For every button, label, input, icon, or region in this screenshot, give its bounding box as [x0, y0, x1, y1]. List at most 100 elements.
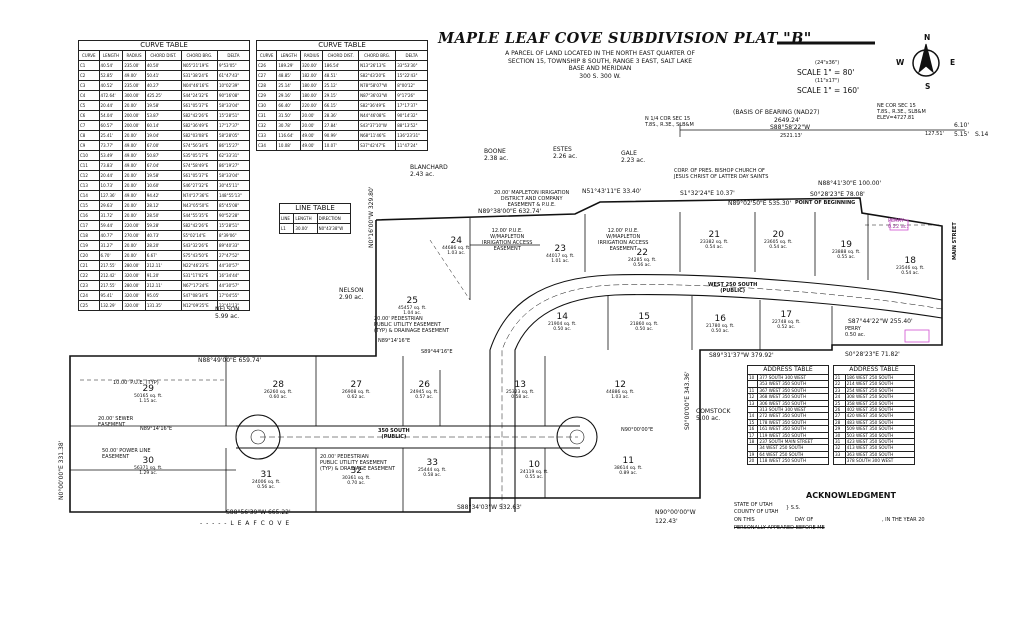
lot-area: 56371 sq. ft. [134, 466, 163, 471]
bearing: N89°02'50"E 535.30' [728, 200, 792, 207]
address-table-cell: 11 [746, 386, 759, 395]
lot-acres: 0.54 ac. [901, 271, 920, 276]
easement-line-text: EASEMENT [493, 246, 521, 252]
easement-line-text: (TYP) & DRAINAGE EASEMENT [320, 466, 395, 472]
address-table-cell: 178 WEST 350 SOUTH [757, 418, 829, 427]
address-table-cell: 118 WEST 250 SOUTH [757, 457, 829, 465]
bearing: N89°14'16"E [140, 426, 173, 432]
adjoiner-name: NELSON [215, 306, 240, 313]
lot-acres: 1.15 ac. [139, 399, 158, 404]
adjoiner-name: BOONE [484, 148, 506, 155]
curve-table-cell: 131.35' [144, 300, 182, 311]
street-name: WEST 250 SOUTH(PUBLIC) [708, 282, 757, 294]
bearing: N89°38'00"E 632.74' [478, 208, 542, 215]
easement-line-text: 12.00' P.U.E. [491, 228, 523, 234]
address-table-cell: 306 WEST 350 SOUTH [757, 399, 829, 408]
bearing: 122.43' [655, 518, 678, 525]
curve-table-cell: 11°47'24" [395, 140, 428, 151]
line-table: LINE TABLE LINE LENGTH DIRECTION L1 30.0… [278, 203, 352, 234]
address-table-cell: 420 WEST 350 SOUTH [844, 412, 916, 420]
bearing: S0°00'00"E 343.36' [684, 371, 691, 430]
sheet-size-note: (24"x36") [815, 60, 840, 66]
bearing: S89°44'16"E [421, 349, 453, 355]
lot-acres: 1.04 ac. [403, 311, 422, 316]
lot-acres: 1.03 ac. [447, 251, 466, 256]
subtitle-line: BASE AND MERIDIAN [568, 65, 632, 72]
plat-title: MAPLE LEAF COVE SUBDIVISION PLAT "B" [438, 30, 812, 47]
address-table-cell: 237 SOUTH MAIN STREET [757, 438, 829, 446]
bearing: S1°32'24"E 10.37' [680, 190, 735, 197]
lot-number: 31 [260, 470, 272, 480]
street-line: (PUBLIC) [720, 288, 746, 294]
bearing: N90°00'00"W [655, 509, 696, 516]
west-label: W [896, 58, 905, 67]
easement-line-text: 12.00' P.U.E. [607, 228, 639, 234]
address-table-cell: 10 [746, 373, 759, 382]
bottom-title-fragment: - - - - - L E A F C O V E [200, 520, 291, 527]
subtitle-line: A PARCEL OF LAND LOCATED IN THE NORTH EA… [505, 50, 695, 57]
address-table-cell: 313 SOUTH 300 WEST [757, 405, 829, 414]
corner-line: T.8S., R.3E., SLB&M [645, 122, 694, 128]
address-table-cell: 308 WEST 250 SOUTH [844, 393, 916, 401]
lot-area: 26260 sq. ft. [264, 390, 293, 395]
bearing: N88°41'30"E 100.00' [818, 180, 882, 187]
cul-de-sac-island [569, 429, 585, 445]
adjoiner-area: 2.43 ac. [410, 171, 435, 178]
lot-number: 12 [614, 380, 626, 390]
pue-label: 10.00' P.U.E. (TYP) [113, 380, 159, 386]
corner-dim: 6.10' [954, 122, 970, 129]
lot-number: 13 [514, 380, 526, 390]
corner-dim: 127.51' [925, 131, 944, 137]
ack-personally: PERSONALLY APPEARED BEFORE ME [734, 525, 825, 531]
basis-of-bearing: (BASIS OF BEARING (NAD27) [733, 109, 820, 116]
address-table-cell: 353 WEST 350 SOUTH [757, 380, 829, 388]
address-table-cell: 377 SOUTH 300 WEST [757, 373, 829, 382]
lot-area: 38614 sq. ft. [614, 466, 643, 471]
easement-line-text: IRRIGATION ACCESS [482, 240, 533, 246]
bearing: N90°00'00"E [621, 427, 654, 433]
lot-number: 25 [406, 296, 418, 306]
address-table-cell: 64 WEST 250 SOUTH [757, 450, 829, 459]
lot-number: 15 [638, 312, 650, 322]
easement-line-text: PUBLIC UTILITY EASEMENT [374, 322, 441, 328]
lot-area: 22748 sq. ft. [772, 320, 801, 325]
easement-line-text: W/MAPLETON [490, 234, 525, 240]
bearing: S87°44'22"W 255.40' [848, 318, 913, 325]
lot-acres: 0.89 ac. [619, 471, 638, 476]
adjoiner-area: 0.50 ac. [845, 332, 866, 338]
lot-number: 32 [350, 466, 362, 476]
line-table-cell: L1 [278, 223, 295, 234]
lot-number: 17 [780, 310, 792, 320]
adjoiner-name: PERRY [845, 326, 861, 332]
lot-acres: 0.50 ac. [711, 329, 730, 334]
acknowledgment-heading: ACKNOWLEDGMENT [806, 491, 896, 500]
bearing: N0°00'00"E 331.38' [58, 440, 65, 500]
plat-subtitle: A PARCEL OF LAND LOCATED IN THE NORTH EA… [470, 50, 730, 80]
address-table-cell: 367 WEST 350 SOUTH [757, 386, 829, 395]
lot-number: 26 [418, 380, 430, 390]
lot-area: 24285 sq. ft. [628, 258, 657, 263]
subtitle-line: SECTION 15, TOWNSHIP 8 SOUTH, RANGE 3 EA… [507, 57, 693, 65]
lot-acres: 0.54 ac. [769, 245, 788, 250]
corner-dim: 5.15' [954, 131, 970, 138]
ack-year: , IN THE YEAR 20 [882, 517, 925, 523]
curve-table-cell: 23°41'13" [216, 300, 251, 311]
